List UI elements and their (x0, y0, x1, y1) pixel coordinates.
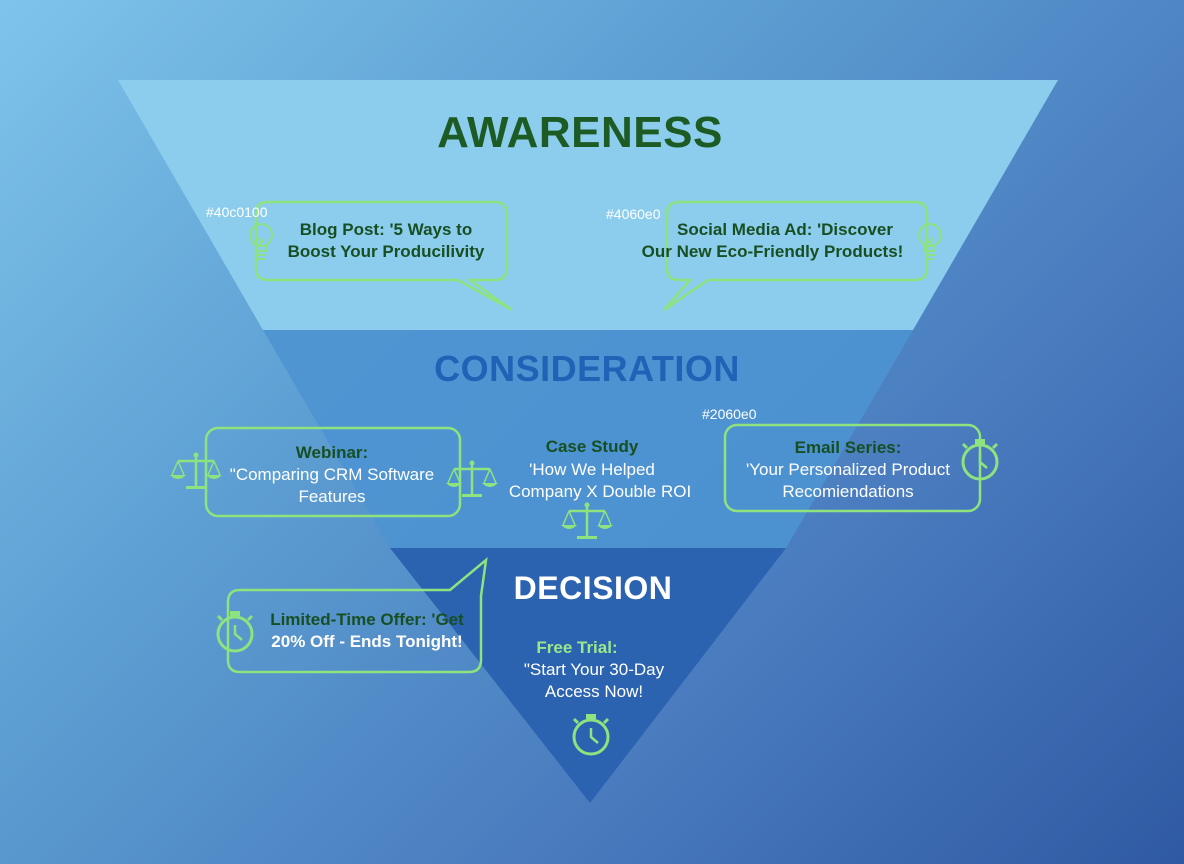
social-ad-line1: Social Media Ad: 'Discover (677, 220, 893, 239)
email-series-line1: 'Your Personalized Product (746, 460, 950, 479)
awareness-title: AWARENESS (437, 108, 723, 157)
awareness-band (118, 80, 1058, 330)
email-series-line2: Recomiendations (782, 482, 914, 501)
webinar-line1: "Comparing CRM Software (229, 465, 435, 484)
free-trial-title: Free Trial: (536, 638, 618, 657)
webinar-line2: Features (298, 487, 366, 506)
hex-label-social: #4060e0 (606, 206, 661, 222)
offer-callout (226, 556, 488, 674)
consideration-title: CONSIDERATION (434, 348, 740, 389)
decision-band (390, 548, 786, 803)
webinar-title: Webinar: (295, 443, 369, 462)
social-ad-line2: Our New Eco-Friendly Products! (641, 242, 904, 261)
email-box (723, 423, 982, 513)
case-study-line2: Company X Double ROI (508, 482, 692, 501)
free-trial-line1: "Start Your 30-Day (523, 660, 665, 679)
stopwatch-icon (216, 609, 254, 653)
blog-post-line1: Blog Post: '5 Ways to (299, 220, 473, 239)
decision-title: DECISION (513, 570, 673, 606)
case-study-title: Case Study (545, 437, 639, 456)
offer-line2: 20% Off - Ends Tonight! (271, 632, 463, 651)
offer-line1: Limited-Time Offer: 'Get (270, 610, 464, 629)
hex-label-email: #2060e0 (702, 406, 757, 422)
blog-post-line2: Boost Your Producilivity (287, 242, 485, 261)
blog-callout (254, 200, 513, 312)
hex-label-blog: #40c0100 (206, 204, 268, 220)
scales-icon (168, 451, 224, 491)
social-callout (663, 200, 929, 312)
webinar-box (204, 426, 462, 518)
consideration-band (263, 330, 913, 548)
case-study-line1: 'How We Helped (529, 460, 655, 479)
email-series-title: Email Series: (794, 438, 902, 457)
free-trial-line2: Access Now! (544, 682, 644, 701)
